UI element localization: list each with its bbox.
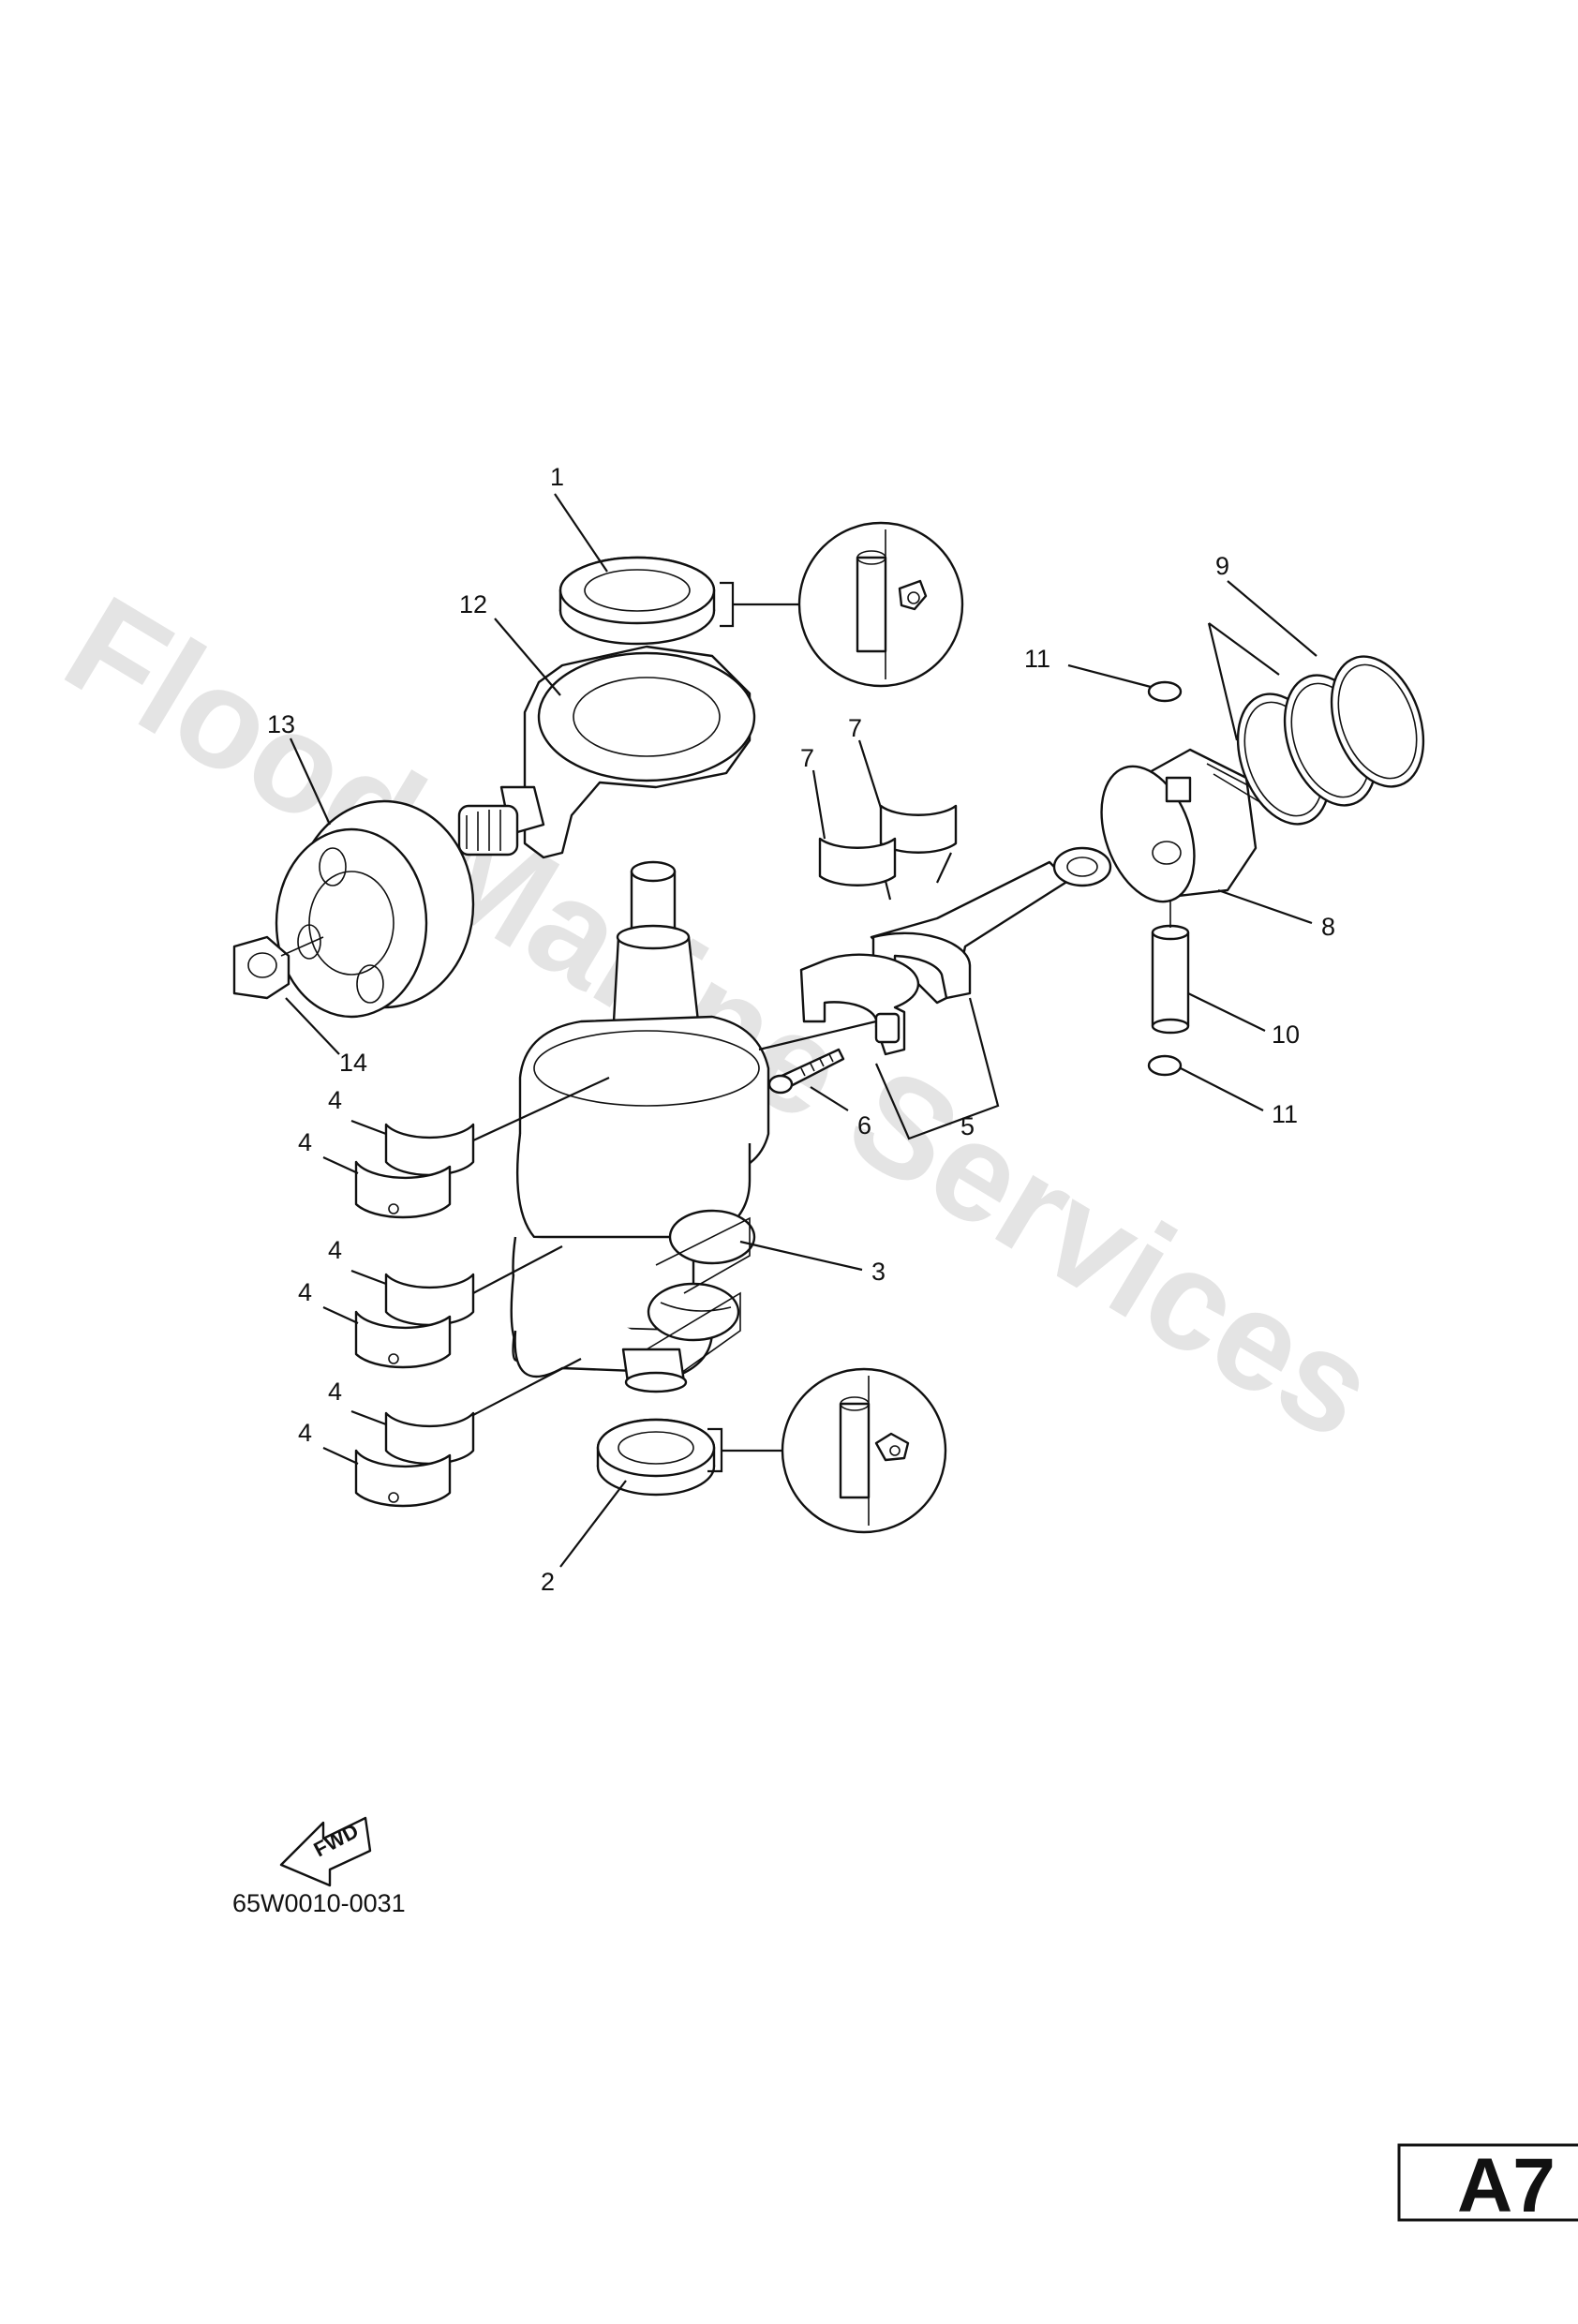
callout-4-b: 4: [298, 1128, 312, 1156]
grease-detail-top: [797, 521, 964, 688]
part-4-bearing-3: [354, 1411, 475, 1508]
callout-4-e: 4: [328, 1378, 342, 1406]
callout-5: 5: [960, 1112, 975, 1140]
grease-detail-bottom: [781, 1367, 947, 1534]
callout-3: 3: [871, 1258, 886, 1286]
page-reference: A7: [1457, 2143, 1556, 2228]
part-7-bearing-upper: [879, 804, 958, 854]
callout-7-b: 7: [800, 744, 814, 772]
part-6-bolt: [767, 1048, 845, 1095]
page-reference-box: A7: [1397, 2143, 1578, 2228]
part-14-nut: [232, 935, 290, 1000]
callout-4-f: 4: [298, 1419, 312, 1447]
part-7-bearing-lower: [818, 837, 897, 886]
part-4-bearing-1: [354, 1123, 475, 1219]
part-11-circlip-upper: [1147, 680, 1183, 703]
callout-9: 9: [1215, 552, 1229, 580]
callout-7-a: 7: [848, 714, 862, 742]
part-5-connecting-rod: [799, 846, 1112, 1056]
part-10-piston-pin: [1151, 924, 1190, 1035]
callout-10: 10: [1272, 1020, 1300, 1049]
callout-1: 1: [550, 463, 564, 491]
callout-14: 14: [339, 1049, 367, 1077]
callout-12: 12: [459, 590, 487, 618]
grease-apply-icon: [898, 579, 928, 611]
callout-2: 2: [541, 1568, 555, 1596]
part-8-piston: [1100, 748, 1264, 903]
callout-11-a: 11: [1024, 645, 1050, 673]
part-11-circlip-lower: [1147, 1054, 1183, 1077]
callout-4-a: 4: [328, 1086, 342, 1114]
part-1-oil-seal: [558, 556, 716, 646]
forward-arrow-icon: FWD: [279, 1816, 372, 1887]
callout-4-d: 4: [298, 1278, 312, 1306]
diagram-code: 65W0010-0031: [232, 1889, 406, 1917]
part-13-rotor: [275, 799, 475, 1019]
part-9-piston-rings: [1236, 655, 1425, 826]
callout-4-c: 4: [328, 1236, 342, 1264]
part-12-housing: [457, 645, 756, 859]
callout-13: 13: [267, 710, 295, 738]
grease-apply-icon: [874, 1432, 910, 1462]
callout-8: 8: [1321, 913, 1335, 941]
part-3-crankshaft: [510, 860, 770, 1393]
callout-6: 6: [857, 1111, 871, 1140]
callout-11-b: 11: [1272, 1100, 1298, 1128]
part-4-bearing-2: [354, 1273, 475, 1369]
part-2-oil-seal: [596, 1418, 716, 1497]
